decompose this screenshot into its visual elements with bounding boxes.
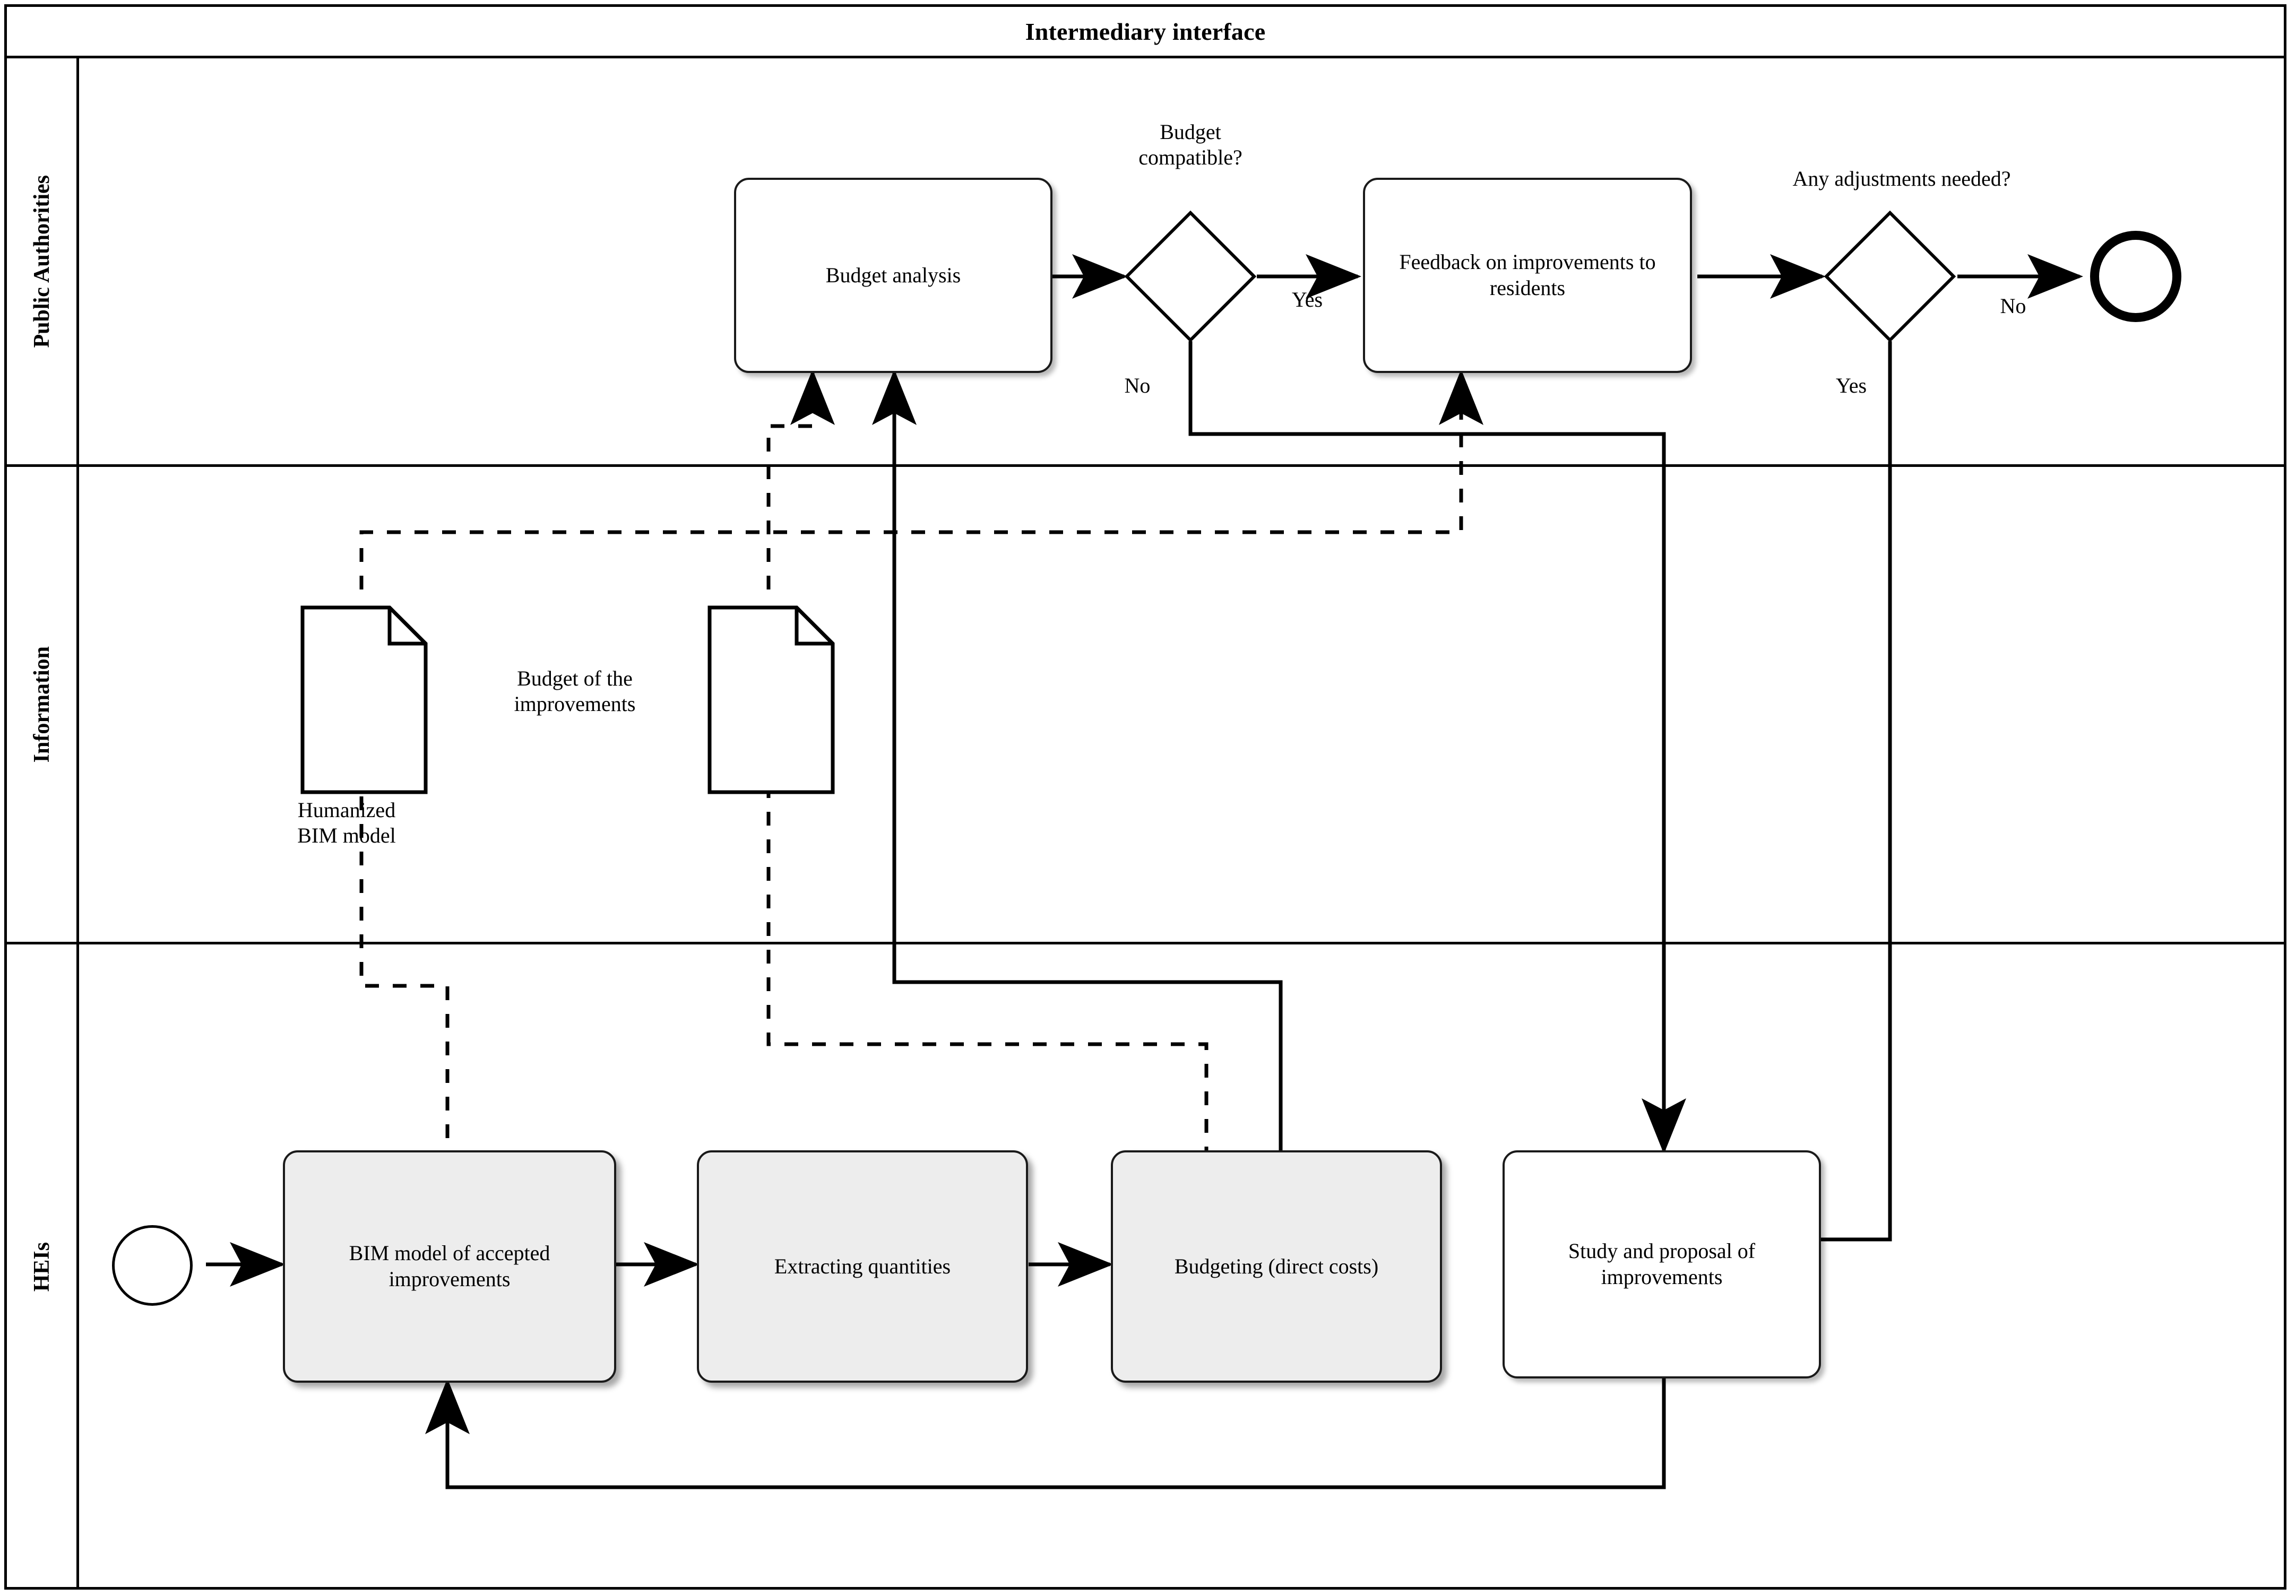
lane-label-public-authorities: Public Authorities <box>29 175 54 348</box>
lane-header-information: Information <box>7 467 79 942</box>
task-study-and-proposal-of-improvements[interactable]: Study and proposal of improvements <box>1503 1150 1821 1378</box>
task-budget-analysis[interactable]: Budget analysis <box>734 178 1052 373</box>
lane-header-heis: HEIs <box>7 944 79 1590</box>
edge-label-budget-yes: Yes <box>1291 288 1323 311</box>
task-extracting-quantities[interactable]: Extracting quantities <box>697 1150 1028 1383</box>
document-shape-icon <box>707 605 835 794</box>
end-event[interactable] <box>2090 231 2181 322</box>
data-object-budget-of-improvements[interactable] <box>707 605 835 794</box>
start-event[interactable] <box>112 1225 193 1306</box>
lane-label-heis: HEIs <box>29 1242 54 1292</box>
pool-title-text: Intermediary interface <box>1025 18 1266 45</box>
task-feedback-on-improvements[interactable]: Feedback on improvements to residents <box>1363 178 1692 373</box>
document-shape-icon <box>300 605 428 794</box>
task-budgeting-direct-costs[interactable]: Budgeting (direct costs) <box>1111 1150 1442 1383</box>
pool-title: Intermediary interface <box>7 7 2284 58</box>
edge-label-adjust-no: No <box>2000 294 2026 318</box>
gateway-label-any-adjustments: Any adjustments needed? <box>1792 167 2011 190</box>
edge-label-adjust-yes: Yes <box>1835 374 1867 397</box>
process-pool: Intermediary interface Public Authoritie… <box>4 4 2286 1590</box>
edge-label-budget-no: No <box>1124 374 1151 397</box>
lane-header-public-authorities: Public Authorities <box>7 58 79 464</box>
gateway-label-budget-compatible: Budget compatible? <box>1138 120 1242 169</box>
lane-heis: HEIs <box>7 944 2284 1590</box>
data-object-label-budget-of-improvements: Budget of the improvements <box>514 666 636 716</box>
data-object-humanized-bim-model[interactable] <box>300 605 428 794</box>
task-bim-model-of-accepted-improvements[interactable]: BIM model of accepted improvements <box>283 1150 616 1383</box>
data-object-label-humanized-bim-model: Humanized BIM model <box>297 798 396 847</box>
lane-label-information: Information <box>29 646 54 763</box>
